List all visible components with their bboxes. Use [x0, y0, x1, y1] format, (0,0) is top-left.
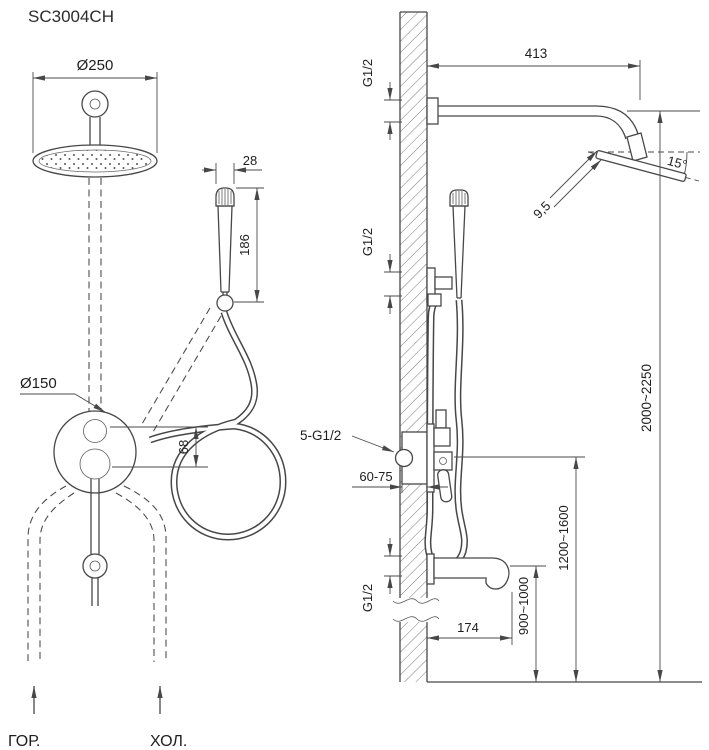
thread-label-handshower: G1/2 — [360, 228, 375, 256]
hidden-hose-run — [141, 307, 222, 433]
front-view: Ø250 28 — [8, 57, 287, 750]
wall-section — [399, 11, 428, 682]
dim-outlet-offset: 68 — [176, 440, 191, 454]
cold-supply: ХОЛ. — [150, 686, 187, 750]
thread-handshower-group: G1/2 — [360, 228, 402, 314]
dim-valve-height-group: 1200~1600 — [454, 456, 585, 682]
tub-spout-side — [426, 553, 510, 590]
thread-label-spout: G1/2 — [360, 584, 375, 612]
dim-handshower-length: 186 — [237, 234, 252, 256]
dim-valve-depth: 60-75 — [359, 469, 392, 484]
side-view: 15° 9,5 413 — [300, 11, 702, 683]
dim-arm-length: 413 — [525, 46, 548, 61]
mixer-front — [53, 410, 137, 606]
dim-spout-length: 174 — [457, 620, 479, 635]
dim-head-diameter-group: Ø250 — [32, 57, 158, 153]
dim-valve-depth-group: 60-75 — [352, 469, 448, 493]
shower-hose-front — [148, 310, 287, 541]
hot-supply: ГОР. — [8, 686, 40, 750]
dim-head-diameter: Ø250 — [77, 57, 114, 74]
dim-outlet-offset-group: 68 — [110, 426, 208, 468]
supply-pipes-hidden — [27, 485, 167, 662]
dim-spout-height: 900~1000 — [516, 577, 531, 635]
handshower-holder-front — [216, 294, 234, 312]
cold-water-label: ХОЛ. — [150, 733, 187, 750]
mixer-valve-side — [394, 409, 453, 503]
wall-break — [392, 598, 440, 622]
hose-outlet-elbow — [427, 293, 442, 307]
riser-pipe-hidden — [88, 178, 102, 412]
handshower-holder-side — [426, 267, 453, 307]
dim-overall-height: 2000~2250 — [639, 364, 654, 432]
model-number: SC3004CH — [28, 7, 114, 26]
rain-head-side — [595, 132, 687, 182]
hand-shower-side — [449, 189, 469, 299]
thread-spout-group: G1/2 — [360, 538, 402, 612]
shower-arm-side — [426, 97, 639, 140]
dim-head-thickness-group: 9,5 — [530, 150, 602, 222]
thread-label-arm: G1/2 — [360, 59, 375, 87]
dim-plate-diameter-group: Ø150 — [20, 375, 106, 413]
thread-arm-group: G1/2 — [360, 59, 402, 140]
dim-handshower-width-group: 28 — [202, 153, 262, 184]
hand-shower-front — [215, 187, 235, 312]
dim-valve-height: 1200~1600 — [556, 505, 571, 570]
arm-escutcheon-front — [81, 90, 109, 146]
dim-arm-length-group: 413 — [427, 46, 641, 100]
dim-spout-height-group: 900~1000 — [510, 565, 546, 682]
dim-handshower-width: 28 — [243, 153, 257, 168]
hot-water-label: ГОР. — [8, 733, 40, 750]
valve-lever — [437, 469, 453, 503]
rain-shower-head-front — [32, 144, 158, 178]
dim-plate-diameter: Ø150 — [20, 375, 57, 392]
valve-threads-label: 5-G1/2 — [300, 428, 341, 443]
dim-head-thickness: 9,5 — [530, 198, 553, 221]
dim-handshower-length-group: 186 — [234, 187, 264, 303]
dim-spout-length-group: 174 — [427, 592, 513, 645]
valve-threads-group: 5-G1/2 — [300, 428, 395, 453]
head-connector — [626, 132, 648, 162]
spout-front — [82, 553, 108, 579]
dim-overall-height-group: 2000~2250 — [627, 110, 700, 682]
angle-label: 15° — [666, 153, 689, 173]
